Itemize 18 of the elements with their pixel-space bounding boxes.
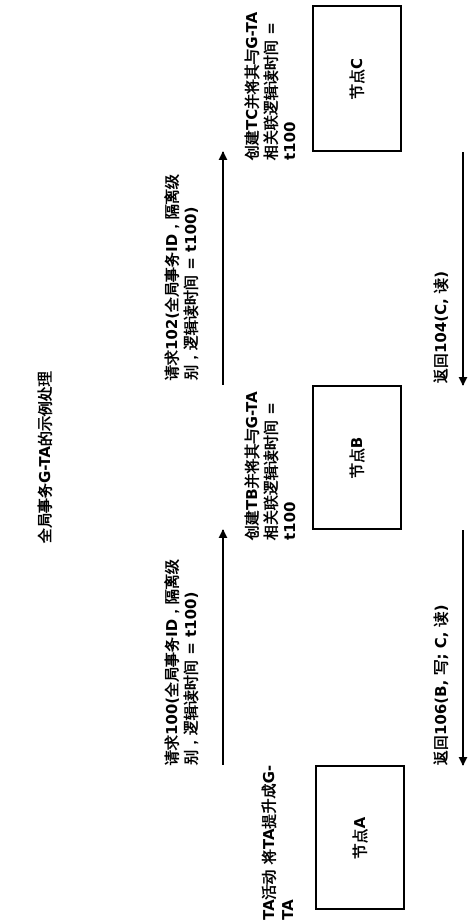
- node-annotation: TA活动 将TA提升成G-TA: [260, 764, 298, 920]
- edge-label: 请求100(全局事务ID，隔离级别，逻辑读时间 = t100): [163, 558, 201, 765]
- node-box: [312, 385, 402, 530]
- node-annotation: 创建TB并将其与G-TA相关联逻辑读时间 = t100: [243, 390, 300, 540]
- edge-label: 请求102(全局事务ID，隔离级别，逻辑读时间 = t100): [163, 172, 201, 380]
- node-annotation: 创建TC并将其与G-TA相关联逻辑读时间 = t100: [243, 10, 300, 160]
- edge-label: 返回106(B, 写; C, 读): [432, 603, 451, 765]
- node-box: [312, 5, 402, 152]
- arrow: [218, 529, 228, 765]
- node-label: 节点B: [348, 436, 366, 478]
- diagram-title: 全局事务G-TA的示例处理: [36, 370, 55, 543]
- arrow: [458, 530, 468, 766]
- node-label: 节点C: [348, 58, 366, 100]
- node-label: 节点A: [350, 816, 370, 858]
- edge-label: 返回104(C, 读): [432, 270, 451, 383]
- node-box: [315, 765, 405, 910]
- arrow: [458, 152, 468, 386]
- arrow: [218, 151, 228, 385]
